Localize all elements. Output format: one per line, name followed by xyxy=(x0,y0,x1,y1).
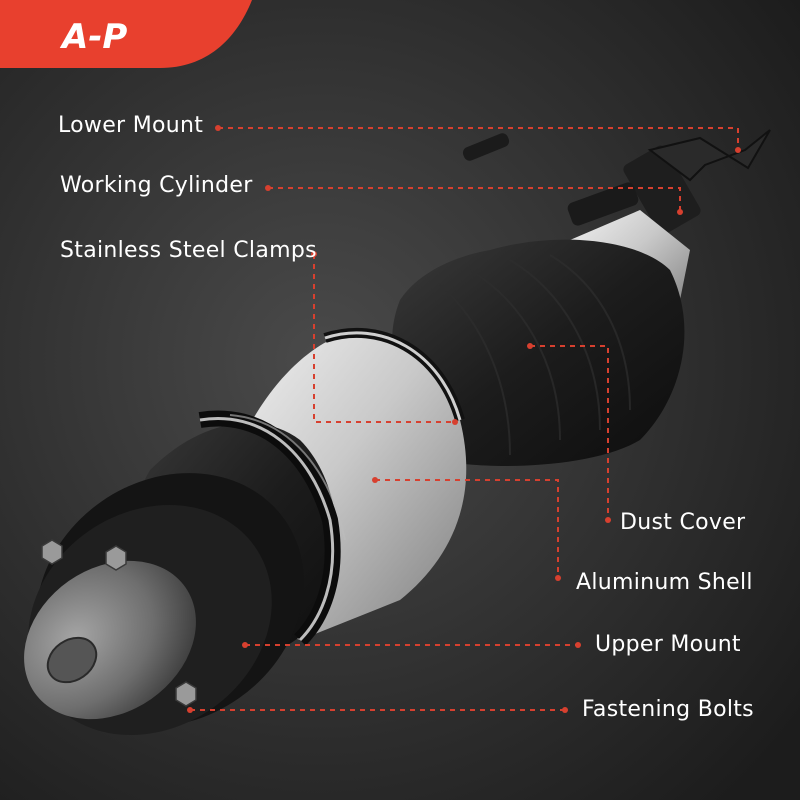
label-dust-cover: Dust Cover xyxy=(620,510,746,535)
leader-working-cylinder xyxy=(268,187,681,212)
label-upper-mount: Upper Mount xyxy=(595,632,741,657)
leader-lines xyxy=(190,127,739,711)
logo-text: A-P xyxy=(59,17,127,57)
leader-dots xyxy=(187,125,741,713)
label-aluminum-shell: Aluminum Shell xyxy=(576,570,753,595)
label-stainless-steel-clamps: Stainless Steel Clamps xyxy=(60,238,317,263)
brand-logo: A-P xyxy=(0,0,252,68)
leader-dust-cover xyxy=(530,345,609,520)
fastening-bolts xyxy=(41,539,197,707)
leader-aluminum-shell xyxy=(375,479,559,578)
leader-lower-mount xyxy=(218,127,739,150)
air-strut xyxy=(24,129,771,735)
label-lower-mount: Lower Mount xyxy=(58,113,204,138)
label-fastening-bolts: Fastening Bolts xyxy=(582,697,754,722)
leader-stainless-steel-clamps xyxy=(313,254,455,423)
dust-cover xyxy=(392,239,685,466)
label-working-cylinder: Working Cylinder xyxy=(60,173,253,198)
